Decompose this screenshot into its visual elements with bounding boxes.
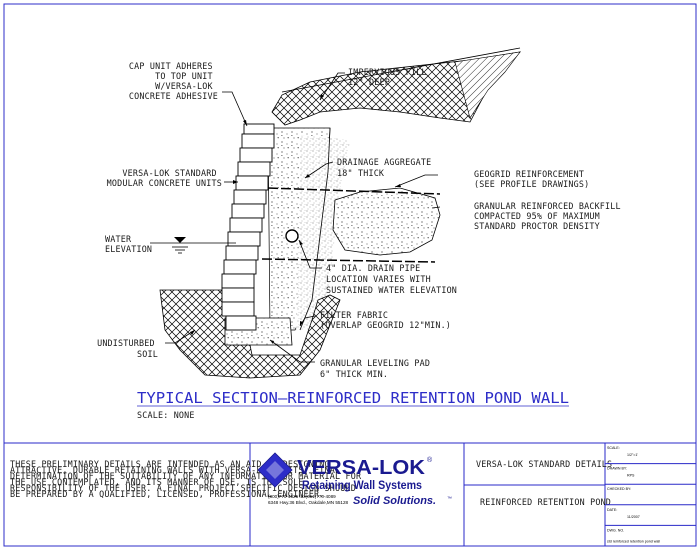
- drawing-labels: CAP UNIT ADHERES TO TOP UNIT W/VERSA-LOK…: [97, 61, 626, 379]
- logo-sub: Retaining Wall Systems: [302, 480, 422, 492]
- label-drainage-aggregate: DRAINAGE AGGREGATE 18" THICK: [337, 157, 437, 178]
- leader-arrowheads: [190, 94, 401, 344]
- label-cap-unit: CAP UNIT ADHERES TO TOP UNIT W/VERSA-LOK…: [129, 61, 218, 101]
- label-water-elevation: WATER ELEVATION: [105, 234, 152, 254]
- info-row-value: 1/2"=1': [627, 453, 638, 457]
- logo-registered: ®: [427, 456, 433, 464]
- info-row-label: CHECKED BY:: [607, 487, 631, 491]
- sheet-border: [3, 3, 697, 547]
- label-filter-fabric: FILTER FABRIC (OVERLAP GEOGRID 12"MIN.): [320, 310, 451, 330]
- logo-tagline: Solid Solutions.: [353, 495, 436, 507]
- info-row-label: DRAWN BY:: [607, 467, 627, 471]
- info-row-label: SCALE:: [607, 446, 620, 450]
- geogrid-layer-1: [267, 187, 441, 195]
- label-geogrid: GEOGRID REINFORCEMENT (SEE PROFILE DRAWI…: [474, 169, 589, 189]
- label-drain-pipe: 4" DIA. DRAIN PIPE LOCATION VARIES WITH …: [326, 263, 457, 295]
- drawing-title: TYPICAL SECTION—REINFORCED RETENTION PON…: [137, 389, 569, 407]
- logo-contact-2: 6348 Hwy.36 Blvd., Oakdale,MN 55128: [268, 500, 349, 505]
- slope-line: [281, 47, 521, 93]
- logo-contact-1: (800)770-4525 fax(651)770-4089: [268, 494, 336, 499]
- drawing-scale: SCALE: NONE: [137, 410, 195, 420]
- info-row-label: DWG. NO.: [607, 528, 624, 532]
- info-rows: SCALE: 1/2"=1' DRAWN BY:RPS CHECKED BY: DATE…: [605, 446, 696, 543]
- granular-backfill-zone: [332, 187, 441, 256]
- label-leveling-pad: GRANULAR LEVELING PAD 6" THICK MIN.: [320, 358, 435, 379]
- logo-trademark: ™: [447, 496, 452, 502]
- water-elevation-symbol: [150, 237, 236, 254]
- reinforced-backfill-zone: [296, 135, 350, 330]
- label-undisturbed-soil: UNDISTURBED SOIL: [97, 338, 160, 359]
- info-row-label: DATE:: [607, 508, 617, 512]
- drain-pipe: [285, 229, 299, 243]
- detail-title: REINFORCED RETENTION POND: [480, 497, 611, 507]
- slope-soil-hatch: [454, 51, 521, 119]
- section-drawing: [150, 47, 522, 379]
- disclaimer-text: THESE PRELIMINARY DETAILS ARE INTENDED A…: [10, 459, 366, 499]
- label-impervious-fill: IMPERVIOUS FILL 12" DEEP: [348, 67, 432, 87]
- info-row-value: std reinforced retention pond wall: [607, 539, 660, 543]
- label-standard-units: VERSA-LOK STANDARD MODULAR CONCRETE UNIT…: [107, 168, 222, 188]
- info-row-value: 11/2007: [627, 515, 640, 519]
- info-row-value: RPS: [627, 474, 635, 478]
- versa-lok-logo: VERSA-LOK ® Retaining Wall Systems (800)…: [257, 452, 452, 507]
- label-granular-backfill: GRANULAR REINFORCED BACKFILL COMPACTED 9…: [474, 201, 626, 231]
- title-block: THESE PRELIMINARY DETAILS ARE INTENDED A…: [10, 443, 696, 546]
- leader-lines: [165, 72, 441, 363]
- geogrid-layer-2: [261, 258, 436, 263]
- logo-diamond-mark: [257, 452, 293, 488]
- logo-brand: VERSA-LOK: [297, 457, 426, 479]
- detail-name: VERSA-LOK STANDARD DETAILS: [476, 459, 612, 469]
- block-wall: [221, 123, 275, 331]
- filter-fabric-line: [299, 127, 331, 331]
